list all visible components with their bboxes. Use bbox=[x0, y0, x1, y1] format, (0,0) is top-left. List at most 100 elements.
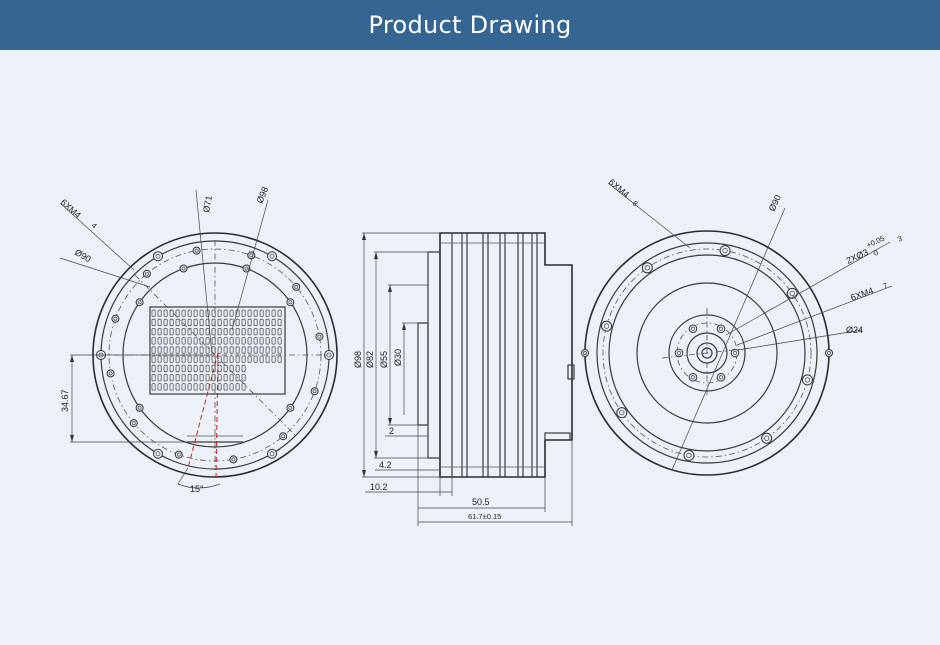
front-inner-hole-inner bbox=[181, 266, 186, 271]
vent-slot bbox=[223, 355, 228, 363]
back-outer-hole bbox=[761, 432, 773, 444]
vent-slot bbox=[271, 346, 276, 354]
vent-slot bbox=[175, 383, 180, 391]
front-mounting-holes bbox=[96, 246, 334, 464]
vent-slot bbox=[163, 309, 168, 317]
vent-slot bbox=[223, 373, 228, 382]
vent-slot bbox=[193, 355, 198, 363]
vent-slot bbox=[157, 337, 162, 345]
vent-slot bbox=[151, 327, 156, 336]
front-inner-hole-inner bbox=[137, 405, 142, 410]
side-dim4-2-label: 4.2 bbox=[379, 460, 392, 470]
vent-slot bbox=[163, 364, 168, 373]
vent-slot bbox=[277, 309, 282, 317]
vent-slot bbox=[181, 318, 186, 327]
side-dim10-2-label: 10.2 bbox=[370, 482, 388, 492]
vent-slot bbox=[241, 337, 246, 345]
vent-slot bbox=[265, 318, 270, 327]
vent-slot bbox=[253, 318, 258, 327]
back-outer-hole bbox=[801, 374, 813, 386]
vent-slot bbox=[277, 318, 282, 327]
vent-slot bbox=[253, 346, 258, 354]
vent-slot bbox=[247, 318, 252, 327]
vent-slot bbox=[229, 318, 234, 327]
vent-slot bbox=[277, 346, 282, 354]
vent-slot bbox=[229, 309, 234, 317]
vent-slot bbox=[199, 337, 204, 345]
vent-slot bbox=[199, 364, 204, 373]
vent-slot bbox=[223, 318, 228, 327]
vent-slot bbox=[235, 337, 240, 345]
side-dim61-7-label: 61.7±0.15 bbox=[468, 512, 501, 521]
front-inner-hole bbox=[135, 403, 144, 412]
vent-slot bbox=[175, 337, 180, 345]
front-dia98-label: Ø98 bbox=[255, 185, 271, 205]
front-outer-hole bbox=[267, 251, 277, 262]
front-inner-hole-inner bbox=[288, 300, 293, 305]
vent-slot bbox=[181, 373, 186, 382]
vent-slot bbox=[235, 318, 240, 327]
vent-slot bbox=[241, 327, 246, 336]
front-outer-hole-inner bbox=[326, 352, 332, 358]
vent-slot bbox=[181, 355, 186, 363]
vent-slot bbox=[157, 318, 162, 327]
side-view: Ø98 Ø82 Ø55 Ø30 2 4.2 10.2 50.5 61.7±0.1… bbox=[353, 232, 575, 526]
front-pitch-hole-inner bbox=[281, 434, 286, 439]
front-pitch-hole bbox=[315, 332, 324, 341]
vent-slot bbox=[271, 327, 276, 336]
front-dia90-label: Ø90 bbox=[73, 247, 93, 264]
back-outer-hole-inner bbox=[764, 435, 770, 441]
back-bolt-label: 6XM4 bbox=[607, 177, 631, 200]
front-pitch-hole-inner bbox=[194, 248, 199, 253]
vent-slot bbox=[223, 337, 228, 345]
vent-slot bbox=[151, 383, 156, 391]
back-outer-hole-inner bbox=[619, 410, 625, 416]
vent-slot bbox=[205, 346, 210, 354]
vent-slot bbox=[157, 327, 162, 336]
vent-slot bbox=[163, 346, 168, 354]
front-inner-hole-inner bbox=[244, 266, 249, 271]
vent-slot bbox=[211, 327, 216, 336]
vent-slot bbox=[175, 373, 180, 382]
front-outer-hole bbox=[153, 251, 163, 262]
vent-slot bbox=[247, 309, 252, 317]
back-bolt2-label: 6XM4 bbox=[849, 285, 875, 302]
vent-slot bbox=[187, 383, 192, 391]
vent-slot bbox=[205, 318, 210, 327]
side-dim2-label: 2 bbox=[389, 426, 394, 436]
vent-slot bbox=[211, 355, 216, 363]
vent-slot bbox=[169, 355, 174, 363]
vent-slot bbox=[181, 309, 186, 317]
front-bolt-depth: 4 bbox=[90, 221, 99, 230]
vent-slot bbox=[205, 355, 210, 363]
back-flange-hole-inner bbox=[718, 326, 724, 331]
vent-slot bbox=[253, 327, 258, 336]
vent-slot bbox=[217, 309, 222, 317]
vent-slot bbox=[169, 327, 174, 336]
front-pitch-hole-inner bbox=[131, 421, 136, 426]
vent-slot bbox=[265, 309, 270, 317]
vent-slot bbox=[217, 373, 222, 382]
front-dia71-label: Ø71 bbox=[201, 195, 214, 213]
back-flange-hole-inner bbox=[718, 375, 724, 380]
vent-slot bbox=[187, 318, 192, 327]
vent-grille bbox=[151, 309, 282, 391]
vent-slot bbox=[235, 355, 240, 363]
vent-slot bbox=[259, 355, 264, 363]
vent-slot bbox=[187, 309, 192, 317]
vent-slot bbox=[193, 364, 198, 373]
vent-slot bbox=[271, 355, 276, 363]
vent-slot bbox=[199, 309, 204, 317]
vent-slot bbox=[259, 346, 264, 354]
vent-slot bbox=[223, 364, 228, 373]
front-pitch-hole bbox=[292, 282, 301, 291]
vent-slot bbox=[187, 346, 192, 354]
back-flange-hole-inner bbox=[732, 350, 738, 356]
vent-slot bbox=[169, 373, 174, 382]
vent-slot bbox=[175, 346, 180, 354]
vent-slot bbox=[163, 383, 168, 391]
side-dia30-label: Ø30 bbox=[393, 349, 403, 366]
vent-slot bbox=[151, 355, 156, 363]
vent-slot bbox=[175, 309, 180, 317]
vent-slot bbox=[229, 346, 234, 354]
